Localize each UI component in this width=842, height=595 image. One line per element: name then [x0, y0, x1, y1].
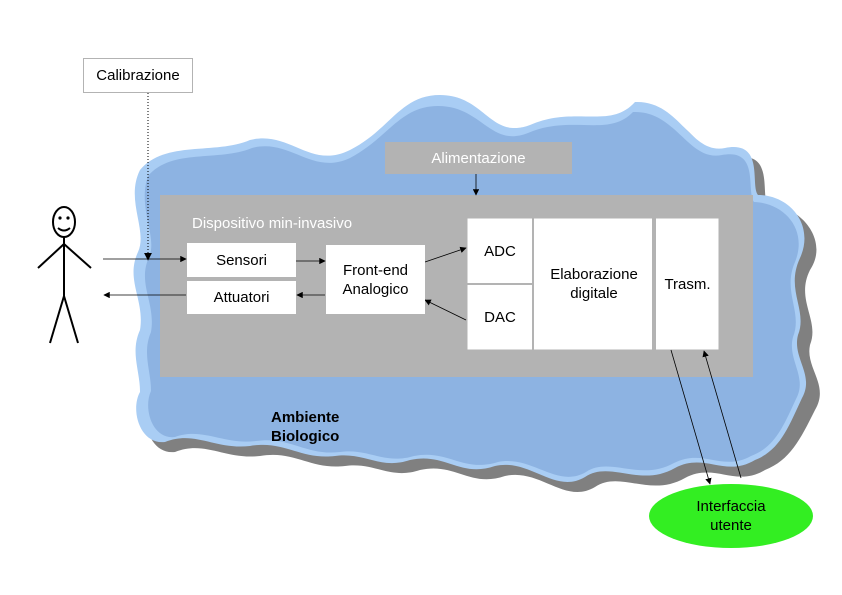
calibration-label: Calibrazione — [96, 67, 180, 84]
power-label: Alimentazione — [431, 149, 526, 167]
actuators-box: Attuatori — [187, 281, 296, 314]
actuators-label: Attuatori — [213, 289, 270, 306]
user-interface-label: Interfaccia utente — [696, 498, 766, 534]
user-interface-ellipse — [649, 484, 813, 548]
environment-label: Ambiente Biologico — [271, 409, 340, 445]
device-label: Dispositivo min-invasivo — [192, 215, 353, 232]
transmitter-label: Trasm. — [664, 275, 711, 293]
arrow-trasm-to-ui — [670, 349, 712, 485]
digital-processing-label: Elaborazione digitale — [550, 266, 638, 302]
sensors-box: Sensori — [187, 243, 296, 277]
calibration-box: Calibrazione — [83, 58, 193, 93]
user-interface-box: Interfaccia utente — [649, 484, 813, 548]
dac-label: DAC — [484, 309, 516, 326]
arrow-frontend-to-adc — [424, 246, 467, 263]
transmitter-box: Trasm. — [656, 218, 719, 350]
adc-box: ADC — [467, 218, 533, 284]
sensors-label: Sensori — [216, 251, 267, 269]
power-label-box: Alimentazione — [385, 142, 572, 174]
digital-processing-box: Elaborazione digitale — [534, 218, 654, 350]
adc-label: ADC — [484, 242, 516, 260]
stick-figure-icon — [37, 206, 92, 344]
dac-box: DAC — [467, 285, 533, 350]
frontend-box: Front-end Analogico — [326, 245, 425, 314]
power-box — [385, 142, 572, 174]
arrow-dac-to-frontend — [424, 299, 467, 321]
frontend-label: Front-end Analogico — [342, 261, 409, 298]
arrow-ui-to-trasm — [702, 350, 742, 479]
